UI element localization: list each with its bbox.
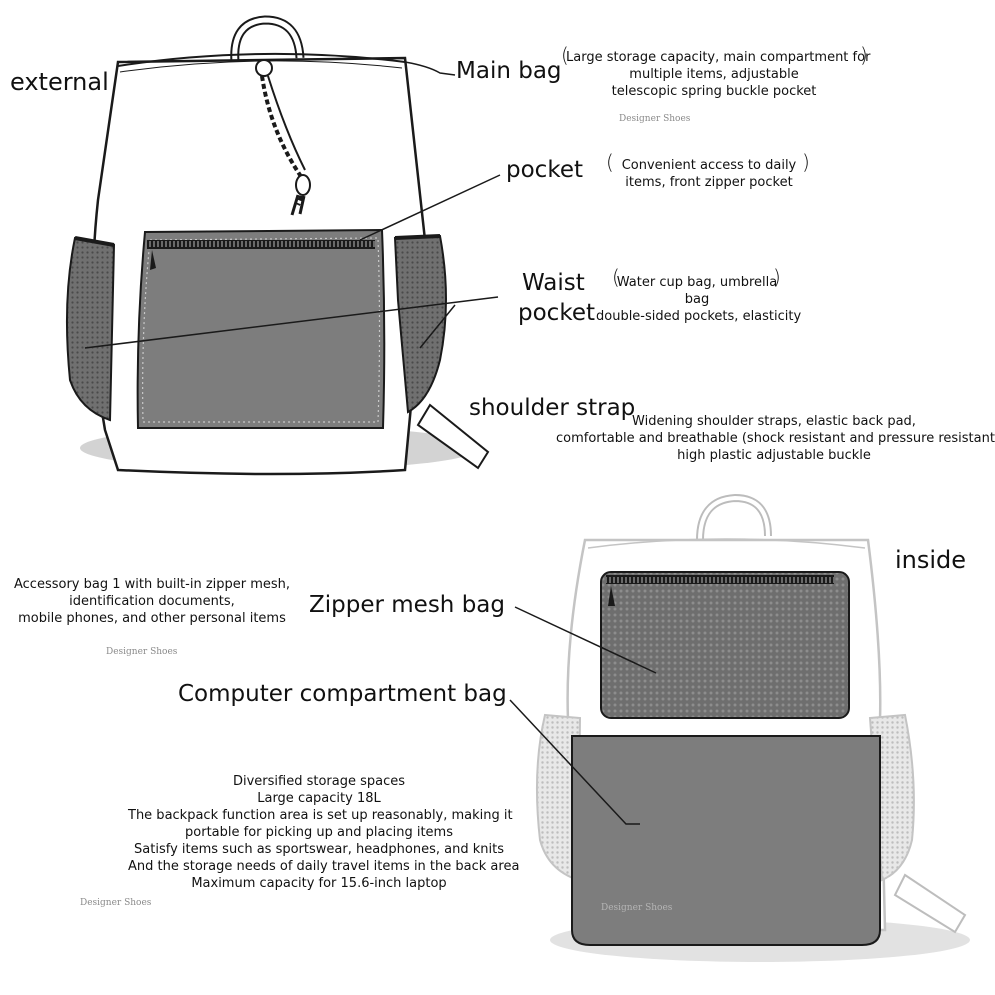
main-bag-description: Large storage capacity, main compartment…	[566, 50, 871, 99]
main-bag-leader	[404, 61, 456, 76]
computer-bag-description: Diversified storage spaces Large capacit…	[128, 774, 520, 891]
zipper-mesh-bag-description: Accessory bag 1 with built-in zipper mes…	[14, 577, 291, 626]
external-backpack	[65, 15, 501, 476]
zipper-mesh-bag-shape	[600, 571, 850, 719]
computer-bag-title: Computer compartment bag	[178, 681, 507, 707]
strap-buckle	[416, 403, 490, 470]
waist-pocket-leader	[84, 296, 499, 349]
computer-compartment-shape	[571, 735, 881, 946]
inside-heading: inside	[895, 546, 967, 574]
right-waist-pocket	[393, 234, 447, 414]
waist-pocket-title-line2: pocket	[518, 300, 595, 326]
pocket-description: Convenient access to daily items, front …	[621, 158, 797, 190]
paren-right: )	[860, 43, 868, 67]
shoulder-strap-title: shoulder strap	[469, 395, 636, 421]
shoulder-strap-description: Widening shoulder straps, elastic back p…	[556, 414, 995, 463]
zipper-mesh-leader	[514, 606, 657, 674]
inside-backpack	[509, 493, 970, 962]
pocket-leader	[359, 174, 501, 241]
watermark: Designer Shoes	[80, 898, 152, 908]
paren-left: (	[561, 43, 569, 67]
front-pocket	[136, 228, 386, 429]
external-heading: external	[10, 68, 109, 96]
waist-pocket-title-line1: Waist	[522, 270, 585, 296]
front-pocket-zipper	[147, 240, 375, 249]
paren-right: )	[802, 150, 810, 174]
paren-left: (	[612, 265, 620, 289]
zipper-mesh-bag-title: Zipper mesh bag	[309, 592, 505, 618]
main-bag-title: Main bag	[456, 58, 562, 84]
waist-pocket-description: Water cup bag, umbrella bag double-sided…	[596, 275, 802, 324]
watermark: Designer Shoes	[601, 903, 673, 913]
watermark: Designer Shoes	[106, 647, 178, 657]
watermark: Designer Shoes	[619, 114, 691, 124]
paren-left: (	[606, 150, 614, 174]
pocket-title: pocket	[506, 157, 583, 183]
computer-bag-leader	[509, 699, 640, 825]
left-waist-pocket	[65, 236, 116, 422]
paren-right: )	[773, 265, 781, 289]
